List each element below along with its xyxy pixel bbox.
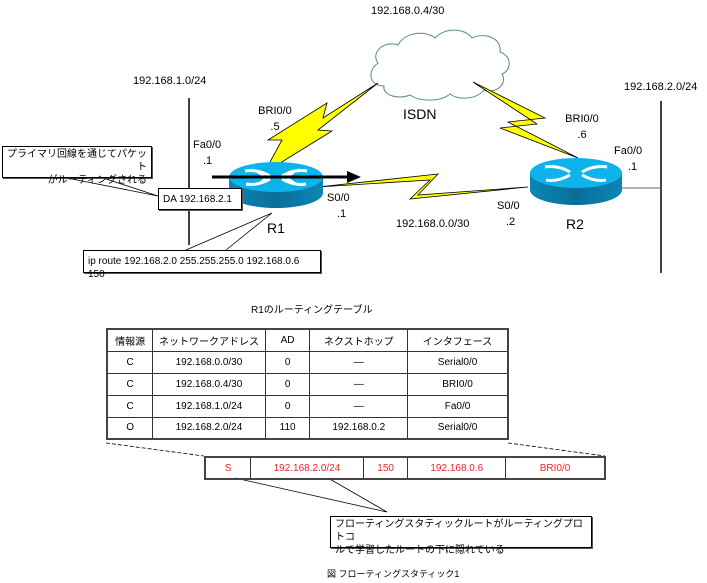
router-r1-icon xyxy=(229,162,323,208)
packet-path-arrow xyxy=(212,171,361,183)
isdn-subnet-label: 192.168.0.4/30 xyxy=(371,5,445,17)
r2-serial-addr: .2 xyxy=(506,216,516,228)
router-r2-name: R2 xyxy=(566,216,584,232)
lan-r2-subnet-label: 192.168.2.0/24 xyxy=(624,81,698,93)
cell-nexthop: — xyxy=(309,350,409,374)
table-row: O 192.168.2.0/24 110 192.168.0.2 Serial0… xyxy=(106,416,509,440)
cell-network: 192.168.2.0/24 xyxy=(152,416,266,440)
serial-subnet-label: 192.168.0.0/30 xyxy=(396,218,470,230)
static-route-callout: ip route 192.168.2.0 255.255.255.0 192.1… xyxy=(83,250,321,280)
table-expansion-lines xyxy=(105,442,606,457)
cell-nexthop: 192.168.0.6 xyxy=(407,456,507,480)
router-r1-name: R1 xyxy=(267,220,285,236)
routing-table-title: R1のルーティングテーブル xyxy=(251,305,373,316)
cell-interface: BRI0/0 xyxy=(407,372,509,396)
table-header-row: 情報源 ネットワークアドレス AD ネクストホップ インタフェース xyxy=(106,328,509,352)
r2-fa-addr: .1 xyxy=(628,161,638,173)
col-header-network: ネットワークアドレス xyxy=(152,328,266,352)
col-header-nexthop: ネクストホップ xyxy=(309,328,409,352)
r1-bri-addr: .5 xyxy=(270,121,280,133)
isdn-link-r1 xyxy=(262,82,379,175)
hidden-floating-route: S 192.168.2.0/24 150 192.168.0.6 BRI0/0 xyxy=(204,456,606,480)
cell-nexthop: 192.168.0.2 xyxy=(309,416,409,440)
cell-ad: 150 xyxy=(362,456,409,480)
isdn-link-r2 xyxy=(472,81,579,159)
r1-serial-addr: .1 xyxy=(337,208,347,220)
table-row: C 192.168.1.0/24 0 — Fa0/0 xyxy=(106,394,509,418)
r1-bri-iface: BRI0/0 xyxy=(258,105,292,117)
cell-source: C xyxy=(106,350,154,374)
r1-fa-addr: .1 xyxy=(203,155,213,167)
router-r2-icon xyxy=(530,158,622,205)
cell-interface: Serial0/0 xyxy=(407,350,509,374)
serial-link xyxy=(317,173,529,200)
cell-network: 192.168.1.0/24 xyxy=(152,394,266,418)
r2-bri-iface: BRI0/0 xyxy=(565,113,599,125)
floating-note-line2: ルで学習したルートの下に隠れている xyxy=(335,545,505,556)
cell-source: C xyxy=(106,394,154,418)
col-header-ad: AD xyxy=(264,328,311,352)
r2-bri-addr: .6 xyxy=(577,129,587,141)
table-row: S 192.168.2.0/24 150 192.168.0.6 BRI0/0 xyxy=(204,456,606,480)
cell-source: O xyxy=(106,416,154,440)
figure-caption: 図 フローティングスタティック1 xyxy=(327,569,460,579)
cell-interface: BRI0/0 xyxy=(505,456,606,480)
routing-table: 情報源 ネットワークアドレス AD ネクストホップ インタフェース C 192.… xyxy=(106,328,509,440)
primary-path-line1: プライマリ回線を通じてパケット xyxy=(7,149,147,173)
cell-network: 192.168.2.0/24 xyxy=(250,456,364,480)
r2-fa-iface: Fa0/0 xyxy=(614,145,643,157)
floating-route-callout: フローティングスタティックルートがルーティングプロトコ ルで学習したルートの下に… xyxy=(330,516,592,556)
cell-nexthop: — xyxy=(309,372,409,396)
packet-da-callout: DA 192.168.2.1 xyxy=(158,188,242,210)
cell-interface: Serial0/0 xyxy=(407,416,509,440)
cell-interface: Fa0/0 xyxy=(407,394,509,418)
primary-path-line2: がルーティングされる xyxy=(47,175,147,186)
primary-path-callout: プライマリ回線を通じてパケット がルーティングされる xyxy=(2,146,152,186)
r2-serial-iface: S0/0 xyxy=(497,200,520,212)
cell-network: 192.168.0.4/30 xyxy=(152,372,266,396)
cell-source: C xyxy=(106,372,154,396)
r1-fa-iface: Fa0/0 xyxy=(193,139,222,151)
r1-serial-iface: S0/0 xyxy=(327,192,350,204)
cell-ad: 110 xyxy=(264,416,311,440)
col-header-source: 情報源 xyxy=(106,328,154,352)
lan-r1-subnet-label: 192.168.1.0/24 xyxy=(133,75,207,87)
table-row: C 192.168.0.0/30 0 — Serial0/0 xyxy=(106,350,509,374)
isdn-label: ISDN xyxy=(403,106,437,122)
floating-note-line1: フローティングスタティックルートがルーティングプロトコ xyxy=(335,519,583,543)
cell-ad: 0 xyxy=(264,372,311,396)
cell-network: 192.168.0.0/30 xyxy=(152,350,266,374)
col-header-interface: インタフェース xyxy=(407,328,509,352)
cell-nexthop: — xyxy=(309,394,409,418)
cell-ad: 0 xyxy=(264,394,311,418)
table-row: C 192.168.0.4/30 0 — BRI0/0 xyxy=(106,372,509,396)
cell-source: S xyxy=(204,456,252,480)
cell-ad: 0 xyxy=(264,350,311,374)
